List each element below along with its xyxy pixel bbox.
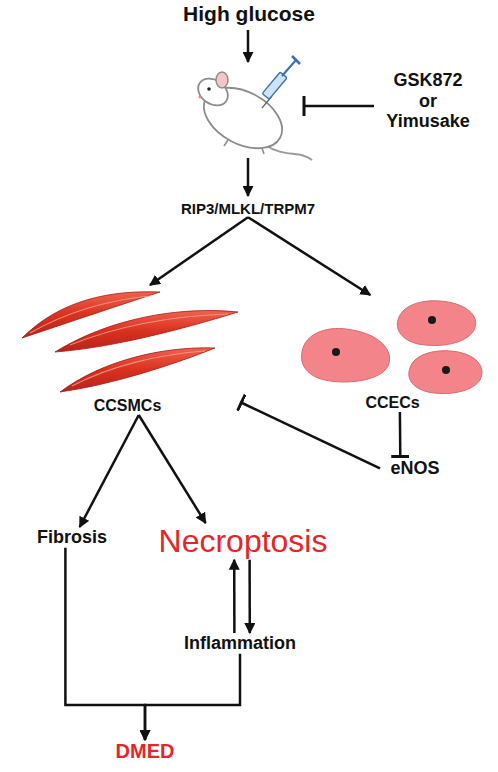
node-text: GSK872 or Yimusake — [378, 70, 478, 132]
mouse-illustration — [193, 72, 312, 161]
inhibition-bar — [303, 96, 306, 116]
arrow-connector — [150, 217, 248, 285]
inhibition-connector — [399, 412, 402, 458]
inhibition-connector — [240, 402, 380, 468]
arrow-connector — [65, 548, 145, 740]
node-text: DMED — [95, 740, 195, 763]
endothelial-cells — [302, 301, 482, 394]
arrow-connector — [248, 560, 251, 633]
process-label: Necroptosis — [133, 523, 353, 560]
input-label: High glucose — [164, 2, 334, 26]
inhibitor-label: GSK872 or Yimusake — [378, 70, 478, 132]
cell-group: CCSMCs — [15, 285, 240, 415]
node-text: CCECs — [365, 394, 419, 412]
process-label: Fibrosis — [17, 527, 127, 548]
flow-arrow — [247, 30, 250, 62]
arrow-connector — [139, 415, 206, 523]
node-text: Inflammation — [170, 633, 310, 654]
enzyme-label: eNOS — [380, 458, 450, 479]
smooth-muscle-cells — [22, 292, 238, 392]
outcome-label: DMED — [95, 740, 195, 763]
node-text: eNOS — [380, 458, 450, 479]
inhibition-line — [304, 105, 374, 108]
arrow-connector — [80, 415, 139, 527]
process-label: Inflammation — [170, 633, 310, 654]
node-text: CCSMCs — [94, 397, 162, 415]
arrow-connector — [145, 654, 240, 740]
node-text: Fibrosis — [17, 527, 127, 548]
arrow-connector — [233, 560, 236, 633]
flow-arrow — [247, 158, 250, 196]
node-text: RIP3/MLKL/TRPM7 — [138, 200, 358, 217]
node-text: Necroptosis — [133, 523, 353, 560]
pathway-label: RIP3/MLKL/TRPM7 — [138, 200, 358, 217]
node-text: High glucose — [164, 2, 334, 26]
arrow-connector — [248, 217, 370, 295]
syringe-illustration — [262, 56, 300, 108]
cell-group: CCECs — [300, 295, 485, 412]
